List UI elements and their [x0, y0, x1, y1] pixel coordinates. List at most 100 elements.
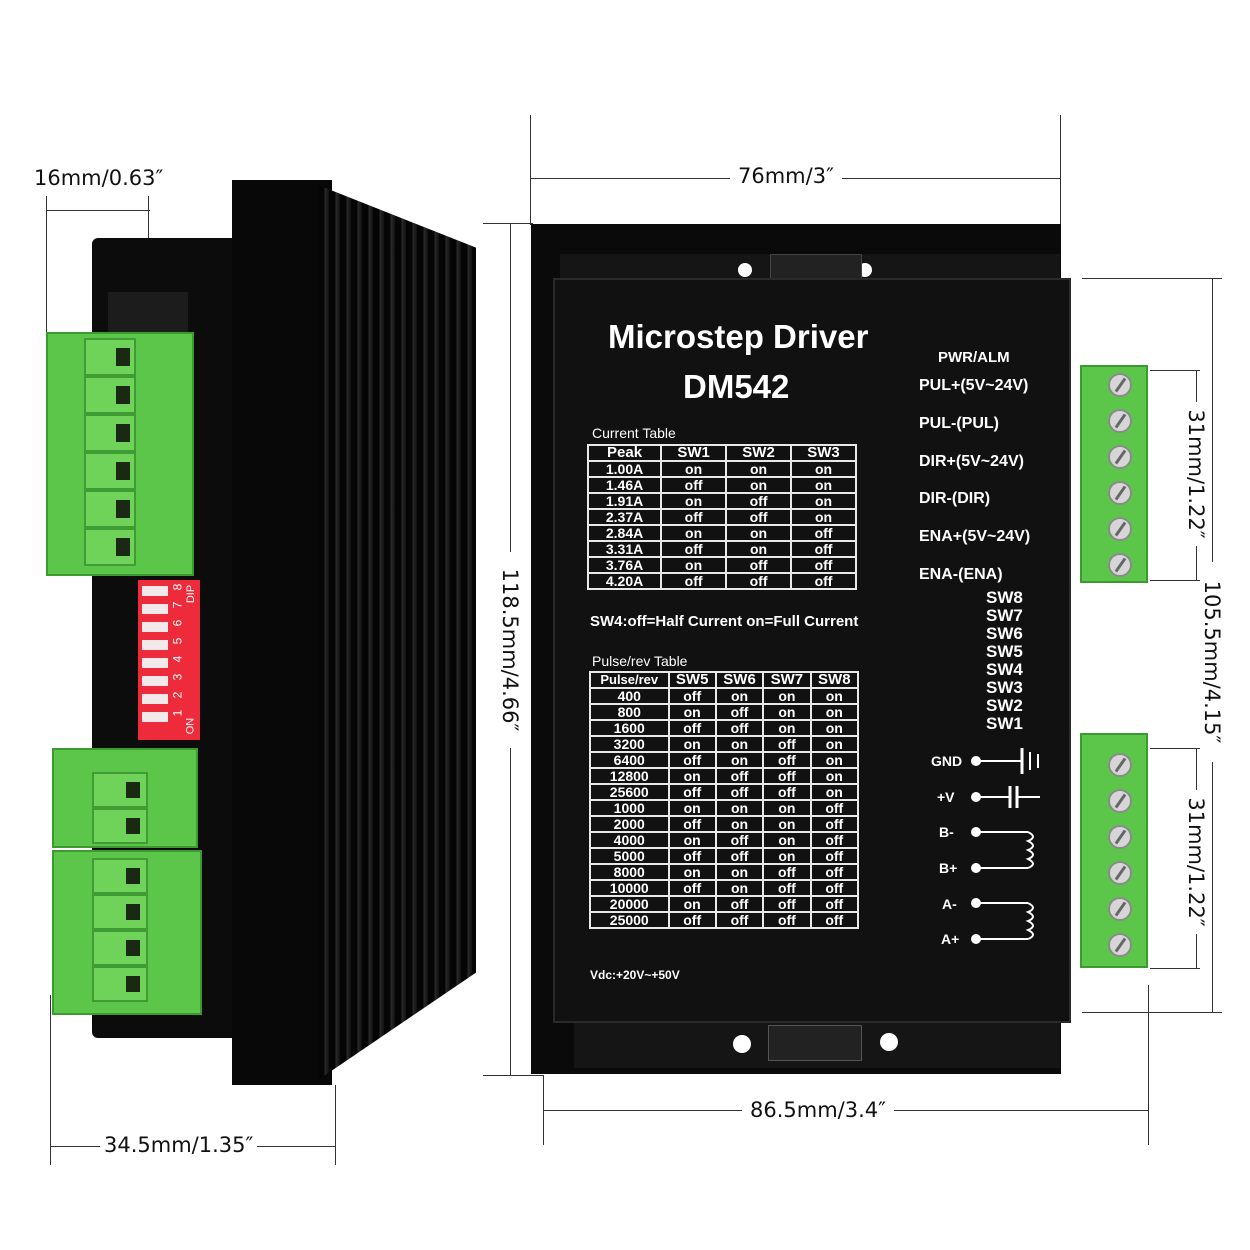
power-label-gnd: GND: [931, 753, 963, 769]
table-cell: on: [714, 799, 765, 817]
power-label-v: +V: [937, 789, 955, 805]
table-cell: 800: [589, 703, 670, 721]
table-cell: on: [714, 879, 765, 897]
table-cell: on: [667, 863, 717, 881]
table-cell: off: [714, 783, 765, 801]
dip-toggle-8[interactable]: [142, 586, 168, 596]
table-cell: 25000: [589, 911, 670, 929]
table-cell: 3.76A: [586, 556, 663, 574]
table-cell: 2000: [589, 815, 670, 833]
table-cell: off: [660, 540, 728, 558]
table-cell: on: [725, 524, 793, 542]
table-cell: on: [762, 719, 812, 737]
table-header: SW7: [762, 671, 812, 689]
screw-icon[interactable]: [1108, 553, 1132, 577]
table-cell: off: [667, 847, 717, 865]
table-cell: off: [667, 751, 717, 769]
dim-ext: [1148, 985, 1149, 1145]
table-cell: 8000: [589, 863, 670, 881]
table-cell: off: [762, 895, 812, 913]
table-cell: off: [667, 687, 717, 705]
screw-icon[interactable]: [1108, 445, 1132, 469]
table-header: SW5: [667, 671, 717, 689]
dip-num-2: 2: [170, 691, 185, 699]
table-cell: off: [714, 847, 765, 865]
table-cell: on: [762, 831, 812, 849]
table-cell: on: [660, 556, 728, 574]
screw-icon[interactable]: [1108, 481, 1132, 505]
dip-toggle-1[interactable]: [142, 712, 168, 722]
signal-label-ena-plus: ENA+(5V~24V): [919, 528, 1031, 545]
table-cell: 1600: [589, 719, 670, 737]
mount-bracket-bottom: [768, 1025, 862, 1061]
dip-toggle-6[interactable]: [142, 622, 168, 632]
sw-label-5: SW5: [986, 642, 1023, 661]
table-cell: off: [714, 831, 765, 849]
sw-label-6: SW6: [986, 624, 1023, 643]
dim-ext-left: [46, 196, 47, 336]
signal-label-pul-minus: PUL-(PUL): [919, 415, 999, 432]
dip-toggle-5[interactable]: [142, 640, 168, 650]
table-cell: off: [790, 556, 857, 574]
table-header: SW2: [725, 444, 793, 462]
table-header: Peak: [586, 444, 663, 462]
screw-icon[interactable]: [1108, 825, 1132, 849]
table-cell: 1.00A: [586, 460, 663, 478]
dim-ext: [1082, 278, 1222, 279]
vdc-label: Vdc:+20V~+50V: [590, 968, 680, 982]
dip-toggle-7[interactable]: [142, 604, 168, 614]
screw-icon[interactable]: [1108, 409, 1132, 433]
table-cell: on: [790, 460, 857, 478]
dip-toggle-3[interactable]: [142, 676, 168, 686]
dim-line-depth: [46, 210, 150, 211]
table-cell: 400: [589, 687, 670, 705]
screw-icon[interactable]: [1108, 517, 1132, 541]
dim-width-label: 34.5mm/1.35″: [100, 1133, 258, 1157]
table-cell: on: [809, 767, 860, 785]
wiring-symbols-icon: [971, 748, 1040, 944]
dip-switch[interactable]: 8 7 6 5 4 3 2 1 DIP ON: [138, 580, 200, 740]
table-header: SW3: [790, 444, 857, 462]
side-terminal-bottom-slots: [92, 772, 148, 1012]
dim-ext-left-bottom: [50, 995, 51, 1165]
dip-toggle-4[interactable]: [142, 658, 168, 668]
table-header: SW8: [809, 671, 860, 689]
dim-ext-front-right: [1060, 115, 1061, 265]
table-cell: off: [809, 815, 860, 833]
table-cell: on: [667, 735, 717, 753]
dip-toggle-2[interactable]: [142, 694, 168, 704]
table-cell: off: [762, 735, 812, 753]
table-cell: off: [660, 476, 728, 494]
table-cell: off: [809, 911, 860, 929]
screw-icon[interactable]: [1108, 861, 1132, 885]
table-cell: on: [809, 719, 860, 737]
screw-icon[interactable]: [1108, 897, 1132, 921]
table-cell: on: [762, 687, 812, 705]
table-cell: 10000: [589, 879, 670, 897]
table-cell: off: [762, 751, 812, 769]
sw-label-2: SW2: [986, 696, 1023, 715]
dim-ext: [1082, 1012, 1222, 1013]
dim-ext: [1150, 580, 1200, 581]
power-label-b-minus: B-: [939, 824, 954, 840]
mount-hole: [880, 1033, 898, 1051]
dim-depth-label: 16mm/0.63″: [34, 166, 164, 190]
screw-icon[interactable]: [1108, 373, 1132, 397]
table-cell: off: [725, 508, 793, 526]
screw-icon[interactable]: [1108, 753, 1132, 777]
screw-icon[interactable]: [1108, 933, 1132, 957]
screw-icon[interactable]: [1108, 789, 1132, 813]
table-cell: off: [725, 492, 793, 510]
table-cell: on: [714, 863, 765, 881]
power-label-a-plus: A+: [941, 931, 960, 947]
table-cell: off: [667, 719, 717, 737]
dim-ext-height-bottom: [483, 1075, 543, 1076]
